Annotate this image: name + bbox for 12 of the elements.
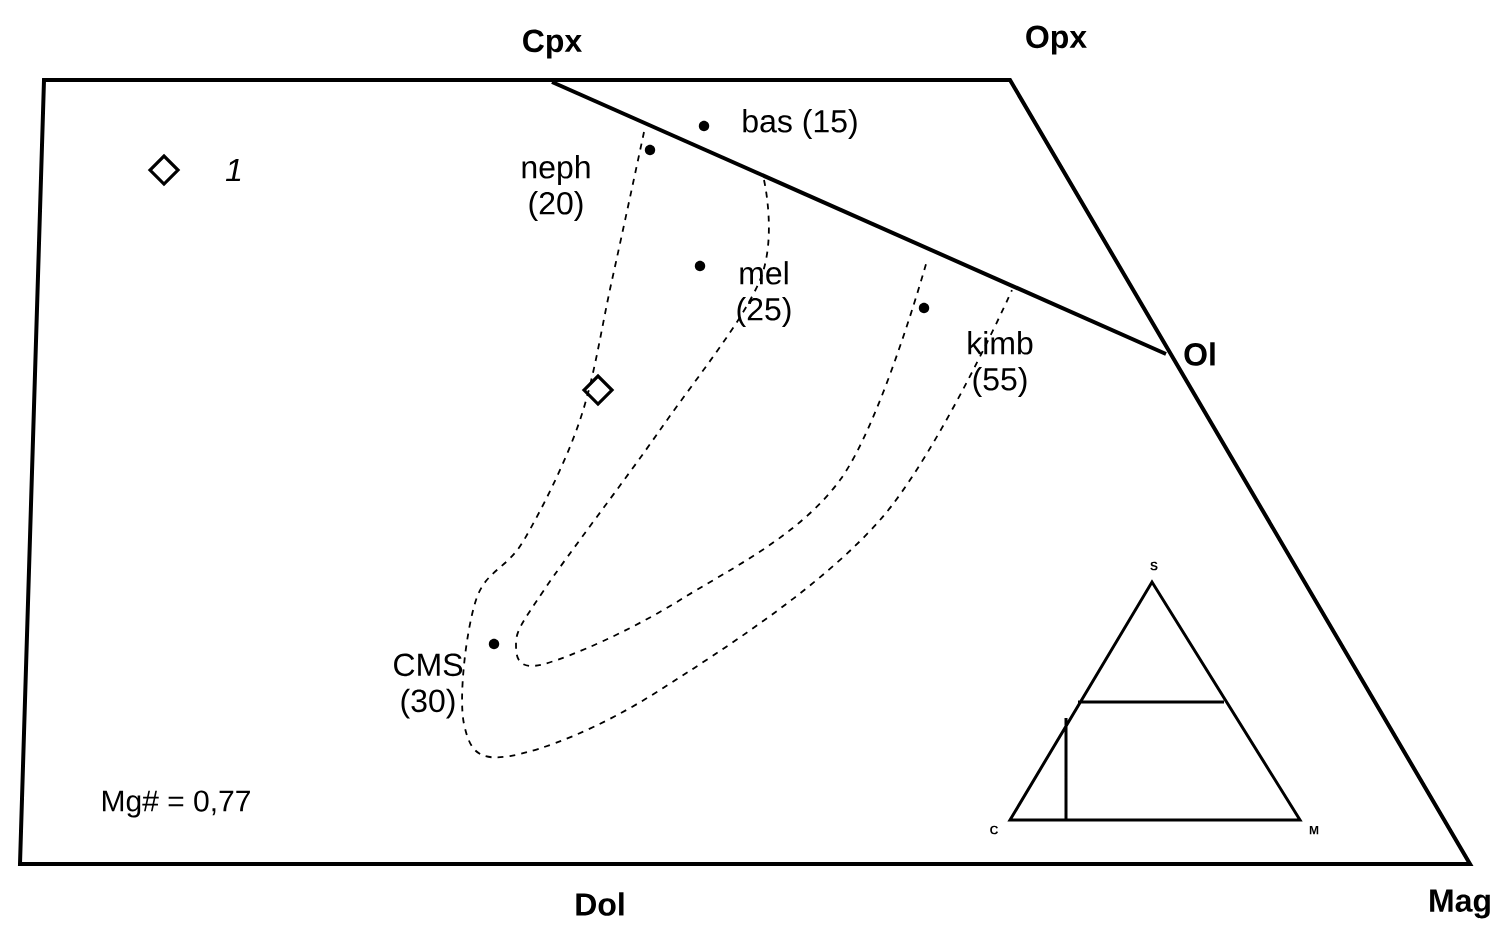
point-label: neph (20) xyxy=(522,155,590,221)
point-label: bas (15) xyxy=(743,109,857,139)
vertex-label: Cpx xyxy=(523,29,582,59)
point-label: kimb (55) xyxy=(968,331,1033,397)
note-label: Mg# = 0,77 xyxy=(103,790,250,818)
point-label: CMS (30) xyxy=(394,653,463,719)
vertex-label: Mag xyxy=(1430,889,1490,919)
vertex-label: Dol xyxy=(576,892,624,916)
vertex-label: Ol xyxy=(1184,342,1215,366)
callout-number: 1 xyxy=(225,159,241,181)
vertex-label: Opx xyxy=(1026,25,1087,55)
point-label: mel (25) xyxy=(737,261,791,327)
